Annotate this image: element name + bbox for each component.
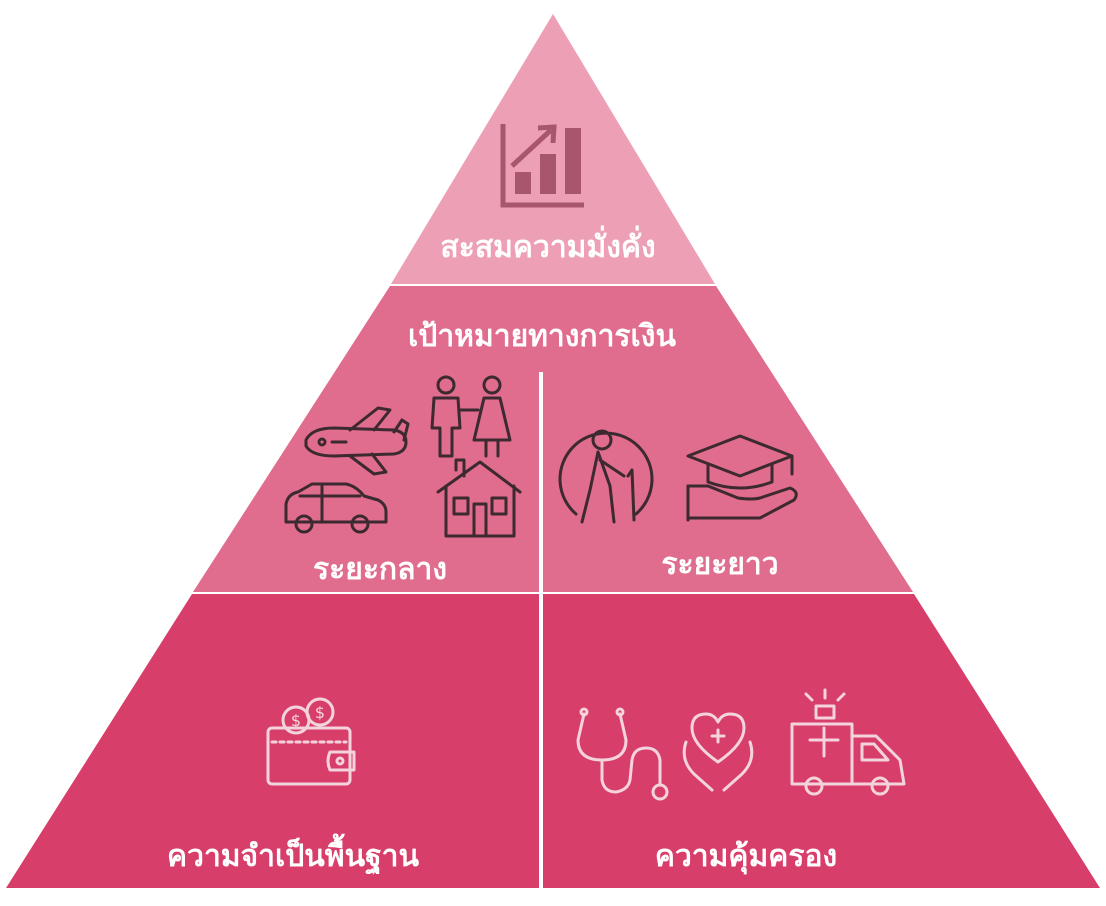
svg-text:$: $ bbox=[315, 703, 325, 722]
car-icon bbox=[284, 482, 388, 534]
airplane-icon bbox=[304, 406, 410, 476]
ambulance-icon bbox=[790, 688, 906, 796]
graduation-cap-hand-icon bbox=[686, 434, 798, 522]
stethoscope-icon bbox=[576, 707, 669, 801]
elderly-person-icon bbox=[558, 429, 654, 524]
medium-term-label: ระยะกลาง bbox=[313, 552, 447, 587]
tier-middle bbox=[193, 286, 913, 592]
long-term-label: ระยะยาว bbox=[661, 547, 779, 582]
house-icon bbox=[436, 458, 522, 538]
protection-label: ความคุ้มครอง bbox=[654, 839, 838, 874]
tier-bottom bbox=[6, 594, 1100, 888]
financial-goals-title: เป้าหมายทางการเงิน bbox=[408, 319, 676, 354]
couple-icon bbox=[430, 375, 512, 458]
heart-hands-icon bbox=[682, 712, 754, 792]
wallet-coins-icon: $ $ bbox=[266, 697, 356, 786]
tier-top bbox=[391, 14, 715, 284]
wealth-accumulation-label: สะสมความมั่งคั่ง bbox=[440, 230, 656, 265]
basic-needs-label: ความจำเป็นพื้นฐาน bbox=[167, 839, 419, 874]
svg-text:$: $ bbox=[291, 711, 301, 730]
growth-bar-chart-icon bbox=[500, 124, 584, 208]
